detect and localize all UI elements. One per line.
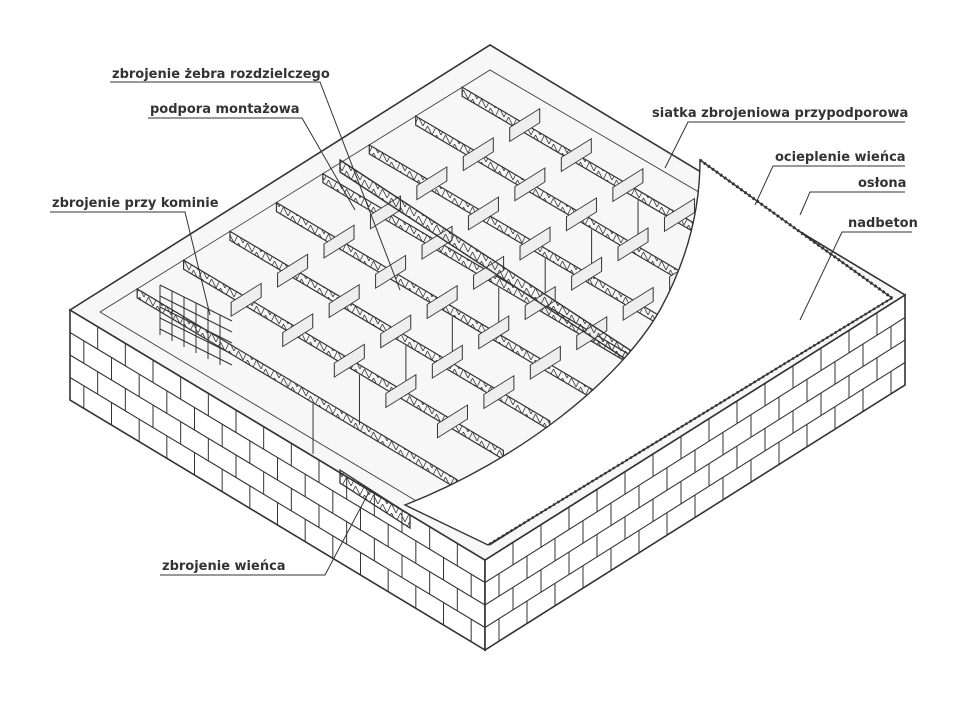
rim-cover-edge xyxy=(487,296,893,547)
hollow-block xyxy=(328,283,360,319)
label-chimney-reinforcement: zbrojenie przy kominie xyxy=(52,196,219,211)
label-mounting-support: podpora montażowa xyxy=(150,102,300,117)
hollow-block xyxy=(380,314,412,349)
chimney-bar-horizontal xyxy=(159,317,233,355)
hollow-block xyxy=(483,374,515,410)
hollow-block xyxy=(514,167,546,202)
label-rib-reinforcement: zbrojenie żebra rozdzielczego xyxy=(112,67,330,82)
hollow-block xyxy=(663,197,695,233)
hollow-block xyxy=(612,167,644,203)
hollow-block xyxy=(622,286,654,321)
hollow-block xyxy=(416,166,448,201)
hollow-block xyxy=(385,373,417,409)
label-rim-reinforcement: zbrojenie wieńca xyxy=(162,559,286,574)
hollow-block xyxy=(230,282,262,317)
label-topping: nadbeton xyxy=(848,216,918,231)
chimney-bar-horizontal xyxy=(159,284,233,322)
hollow-block xyxy=(333,343,365,378)
hollow-block xyxy=(436,404,468,439)
hollow-block xyxy=(509,107,541,143)
hollow-block xyxy=(277,253,309,288)
label-cover: osłona xyxy=(858,176,906,191)
hollow-block xyxy=(519,226,551,261)
hollow-block xyxy=(323,224,355,259)
rim-reinforcement-cage xyxy=(339,468,411,530)
hollow-block xyxy=(467,196,499,231)
hollow-block xyxy=(431,344,463,379)
chimney-bar-horizontal xyxy=(159,306,233,344)
hollow-block xyxy=(478,315,510,350)
chimney-bar-horizontal xyxy=(159,295,233,333)
hollow-block xyxy=(571,256,603,291)
hollow-block xyxy=(462,137,494,172)
label-support-mesh: siatka zbrojeniowa przypodporowa xyxy=(652,106,908,121)
hollow-block xyxy=(565,197,597,232)
hollow-block xyxy=(617,227,649,262)
hollow-block xyxy=(426,284,458,320)
leader-lines xyxy=(50,81,912,576)
hollow-block xyxy=(529,345,561,380)
beam-and-block-structure xyxy=(136,86,783,530)
concrete-topping xyxy=(403,158,894,546)
label-rim-insulation: ocieplenie wieńca xyxy=(775,150,906,165)
hollow-block xyxy=(560,137,592,173)
chimney-bar-horizontal xyxy=(159,328,233,366)
hollow-block xyxy=(282,313,314,348)
